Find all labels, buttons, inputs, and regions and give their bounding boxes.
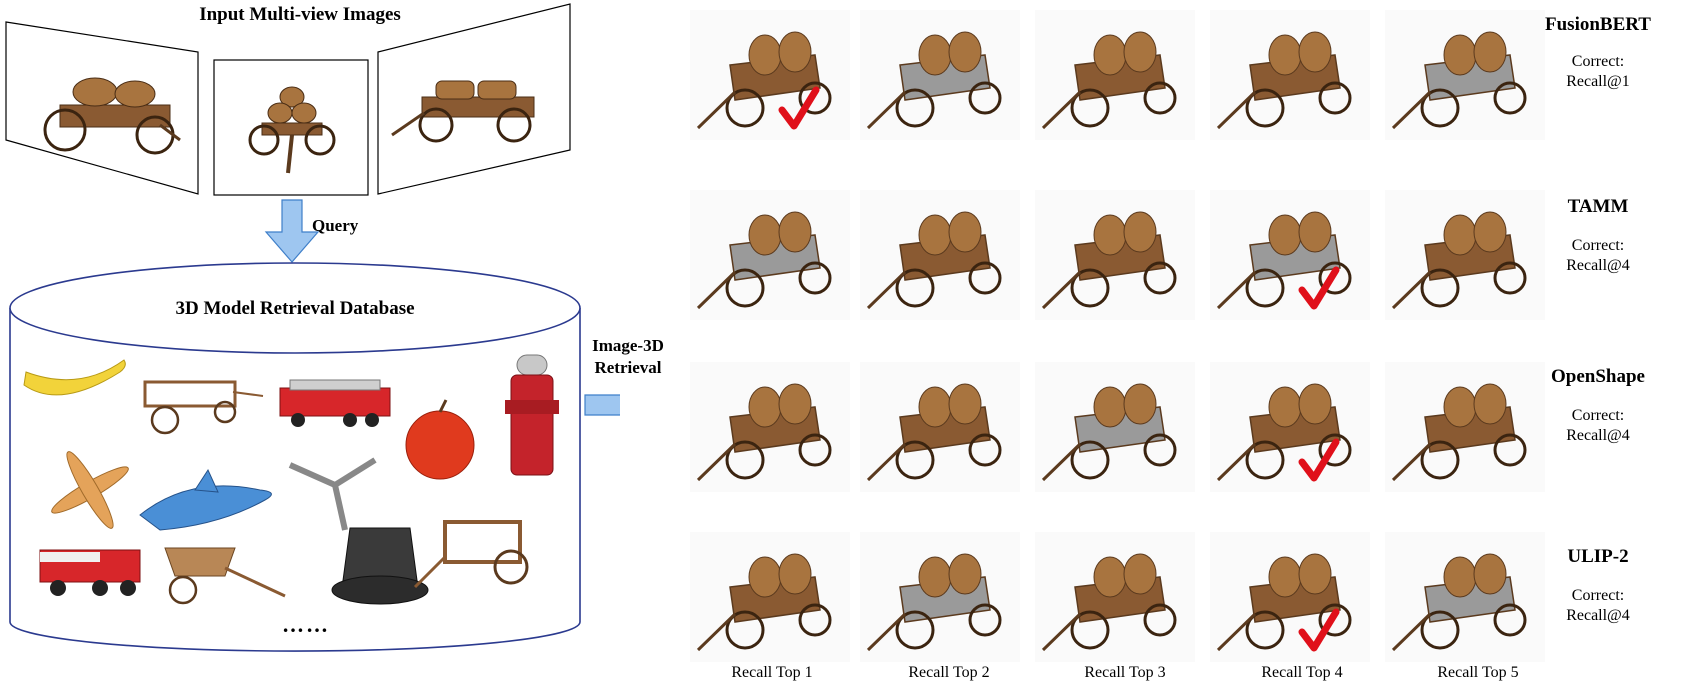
cart-view-middle (248, 86, 336, 174)
db-item-hand-cart (413, 520, 529, 589)
retrieval-label-line2: Retrieval (594, 358, 662, 377)
result-thumb-r2-c3 (1035, 190, 1195, 320)
database-title: 3D Model Retrieval Database (175, 298, 415, 319)
db-item-hydrant (505, 354, 559, 476)
db-item-top-hat (331, 527, 429, 605)
database-cylinder-body (9, 308, 581, 652)
result-thumb-r1-c1 (690, 10, 850, 140)
correct-check-icon (1298, 266, 1340, 310)
db-item-wheelbarrow (164, 547, 286, 605)
method-note2-tamm: Recall@4 (1566, 257, 1630, 274)
left-diagram-svg (5, 3, 620, 652)
method-name-ulip2: ULIP-2 (1567, 546, 1629, 567)
result-thumb-r1-c4 (1210, 10, 1370, 140)
db-item-propeller (51, 451, 129, 529)
result-thumb-r2-c1 (690, 190, 850, 320)
result-thumb-r1-c3 (1035, 10, 1195, 140)
method-note2-fusionbert: Recall@1 (1566, 73, 1630, 90)
result-thumb-r4-c3 (1035, 532, 1195, 662)
correct-check-icon (1298, 438, 1340, 482)
result-thumb-r3-c3 (1035, 362, 1195, 492)
correct-check-icon (1298, 608, 1340, 652)
result-thumb-r4-c1 (690, 532, 850, 662)
db-item-shark (139, 468, 272, 531)
column-label-3: Recall Top 3 (1084, 664, 1166, 681)
result-thumb-r1-c2 (860, 10, 1020, 140)
method-note2-ulip2: Recall@4 (1566, 607, 1630, 624)
column-label-5: Recall Top 5 (1437, 664, 1519, 681)
column-label-4: Recall Top 4 (1261, 664, 1343, 681)
cart-view-right (391, 80, 535, 143)
result-thumb-r4-c5 (1385, 532, 1545, 662)
column-label-2: Recall Top 2 (908, 664, 990, 681)
db-item-ceiling-fan (288, 457, 377, 531)
result-thumb-r3-c2 (860, 362, 1020, 492)
db-item-wooden-cart (143, 380, 264, 435)
db-item-fire-truck-2 (39, 549, 141, 596)
result-thumb-r2-c2 (860, 190, 1020, 320)
result-thumb-r4-c2 (860, 532, 1020, 662)
cart-view-left (43, 77, 181, 155)
result-thumb-r2-c5 (1385, 190, 1545, 320)
method-note1-openshape: Correct: (1571, 407, 1625, 424)
result-thumb-r3-c4 (1210, 362, 1370, 492)
column-label-1: Recall Top 1 (731, 664, 813, 681)
result-thumb-r4-c4 (1210, 532, 1370, 662)
method-note1-fusionbert: Correct: (1571, 53, 1625, 70)
method-name-fusionbert: FusionBERT (1545, 14, 1651, 35)
method-name-openshape: OpenShape (1551, 366, 1645, 387)
query-label: Query (312, 216, 359, 235)
method-note2-openshape: Recall@4 (1566, 427, 1630, 444)
query-arrow (264, 199, 320, 263)
database-cylinder-top (9, 262, 581, 354)
method-note1-ulip2: Correct: (1571, 587, 1625, 604)
result-thumb-r3-c1 (690, 362, 850, 492)
database-ellipsis: …… (282, 612, 330, 637)
correct-check-icon (778, 86, 820, 130)
retrieval-arrow (584, 394, 620, 416)
result-thumb-r1-c5 (1385, 10, 1545, 140)
result-thumb-r3-c5 (1385, 362, 1545, 492)
db-item-apple (405, 399, 475, 480)
retrieval-label-line1: Image-3D (592, 336, 664, 355)
db-item-banana (23, 359, 126, 396)
result-thumb-r2-c4 (1210, 190, 1370, 320)
method-note1-tamm: Correct: (1571, 237, 1625, 254)
input-title: Input Multi-view Images (199, 4, 401, 25)
db-item-fire-truck-1 (279, 379, 391, 427)
method-name-tamm: TAMM (1567, 196, 1629, 217)
